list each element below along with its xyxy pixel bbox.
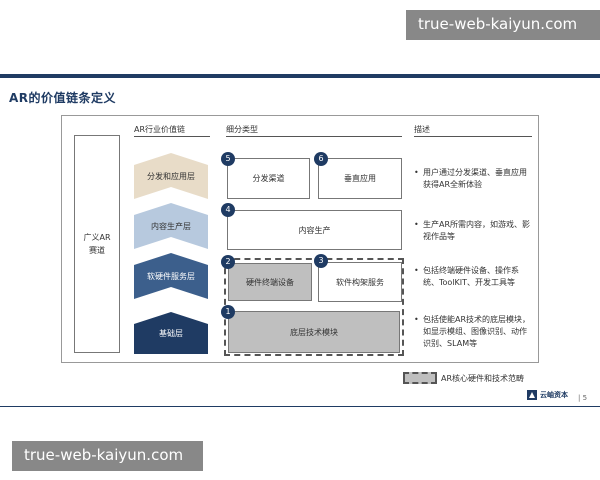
logo-text: 云岫资本: [540, 391, 568, 399]
header-segment-types: 细分类型: [226, 125, 258, 134]
broad-ar-line-2: 赛道: [89, 246, 105, 255]
badge-3: 3: [314, 254, 328, 268]
header-segment-types-rule: [226, 136, 402, 137]
desc-distribution: 用户通过分发渠道、垂直应用获得AR全新体验: [414, 167, 532, 191]
badge-4: 4: [221, 203, 235, 217]
company-logo: 云岫资本: [527, 390, 568, 400]
broad-ar-track: 广义AR 赛道: [74, 135, 120, 353]
header-value-chain-rule: [134, 136, 210, 137]
box-distribution-channels: 分发渠道: [227, 158, 310, 199]
legend-label: AR核心硬件和技术范畴: [441, 374, 525, 383]
header-description: 描述: [414, 125, 430, 134]
watermark-bottom: true-web-kaiyun.com: [12, 441, 203, 471]
page-title: AR的价值链条定义: [9, 91, 117, 105]
footer-rule: [0, 406, 600, 407]
page-number: | 5: [578, 394, 588, 402]
badge-5: 5: [221, 152, 235, 166]
broad-ar-line-1: 广义AR: [83, 233, 111, 242]
badge-1: 1: [221, 305, 235, 319]
box-hardware-terminals: 硬件终端设备: [228, 263, 312, 301]
header-rule: [0, 74, 600, 78]
header-description-rule: [414, 136, 532, 137]
desc-content: 生产AR所需内容，如游戏、影视作品等: [414, 219, 532, 243]
badge-6: 6: [314, 152, 328, 166]
badge-2: 2: [221, 255, 235, 269]
box-underlying-tech-modules: 底层技术模块: [228, 311, 400, 353]
diagram-frame: [61, 115, 539, 363]
box-content-production: 内容生产: [227, 210, 402, 250]
box-software-framework: 软件构架服务: [318, 262, 402, 302]
watermark-top: true-web-kaiyun.com: [406, 10, 600, 40]
header-value-chain: AR行业价值链: [134, 125, 186, 134]
desc-hardware-software: 包括终端硬件设备、操作系统、ToolKIT、开发工具等: [414, 265, 532, 289]
logo-mark-icon: [527, 390, 537, 400]
desc-foundation: 包括使能AR技术的底层模块，如显示模组、图像识别、动作识别、SLAM等: [414, 314, 532, 350]
legend-swatch: [403, 372, 437, 384]
box-vertical-applications: 垂直应用: [318, 158, 402, 199]
